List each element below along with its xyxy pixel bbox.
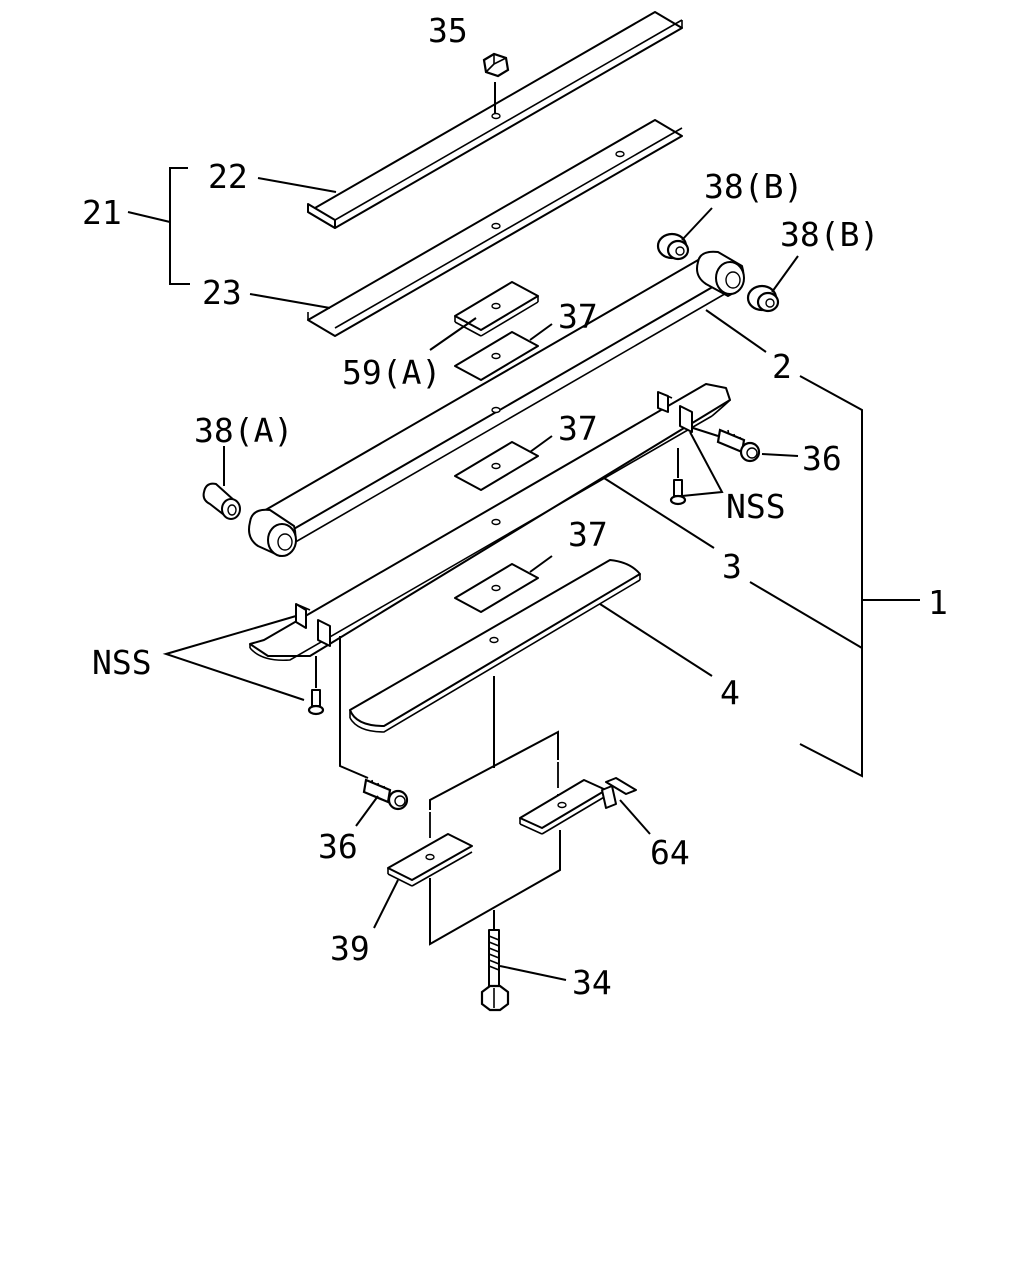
label-38b-1: 38(B) <box>704 167 803 206</box>
label-36-right: 36 <box>802 439 842 478</box>
label-34: 34 <box>572 963 612 1002</box>
label-23: 23 <box>202 273 242 312</box>
leaf-3 <box>249 383 731 662</box>
label-2: 2 <box>772 347 792 386</box>
label-nss-left: NSS <box>92 643 152 682</box>
bolt-nss-right <box>669 448 687 506</box>
plate-37-lower <box>454 563 539 613</box>
label-21: 21 <box>82 193 122 232</box>
label-37-lower: 37 <box>568 515 608 554</box>
label-37-upper: 37 <box>558 297 598 336</box>
label-1: 1 <box>928 583 948 622</box>
plate-64 <box>519 777 637 835</box>
leader-lines <box>127 167 920 981</box>
bushing-38a <box>202 482 241 520</box>
nut-35 <box>482 52 510 114</box>
plate-37-middle <box>454 441 539 491</box>
leaf-4 <box>349 559 641 733</box>
label-4: 4 <box>720 673 740 712</box>
center-bolt-34 <box>480 929 510 1012</box>
label-38a: 38(A) <box>194 411 293 450</box>
label-36-lower: 36 <box>318 827 358 866</box>
bushing-38b-1 <box>656 232 690 261</box>
label-37-middle: 37 <box>558 409 598 448</box>
label-nss-right: NSS <box>726 487 786 526</box>
plate-37-upper <box>454 331 539 381</box>
bolt-nss-left <box>307 656 325 716</box>
label-3: 3 <box>722 547 742 586</box>
label-35: 35 <box>428 11 468 50</box>
bolt-36-lower <box>339 636 409 811</box>
label-38b-2: 38(B) <box>780 215 879 254</box>
plate-39 <box>387 833 473 887</box>
bolt-36-right <box>716 428 761 463</box>
leaf-23 <box>307 119 683 337</box>
leaf-22 <box>307 11 683 229</box>
label-64: 64 <box>650 833 690 872</box>
main-leaf-2 <box>248 250 745 557</box>
label-22: 22 <box>208 157 248 196</box>
label-39: 39 <box>330 929 370 968</box>
bushing-38b-2 <box>746 284 780 313</box>
label-59a: 59(A) <box>342 353 441 392</box>
plate-59a <box>454 281 539 337</box>
